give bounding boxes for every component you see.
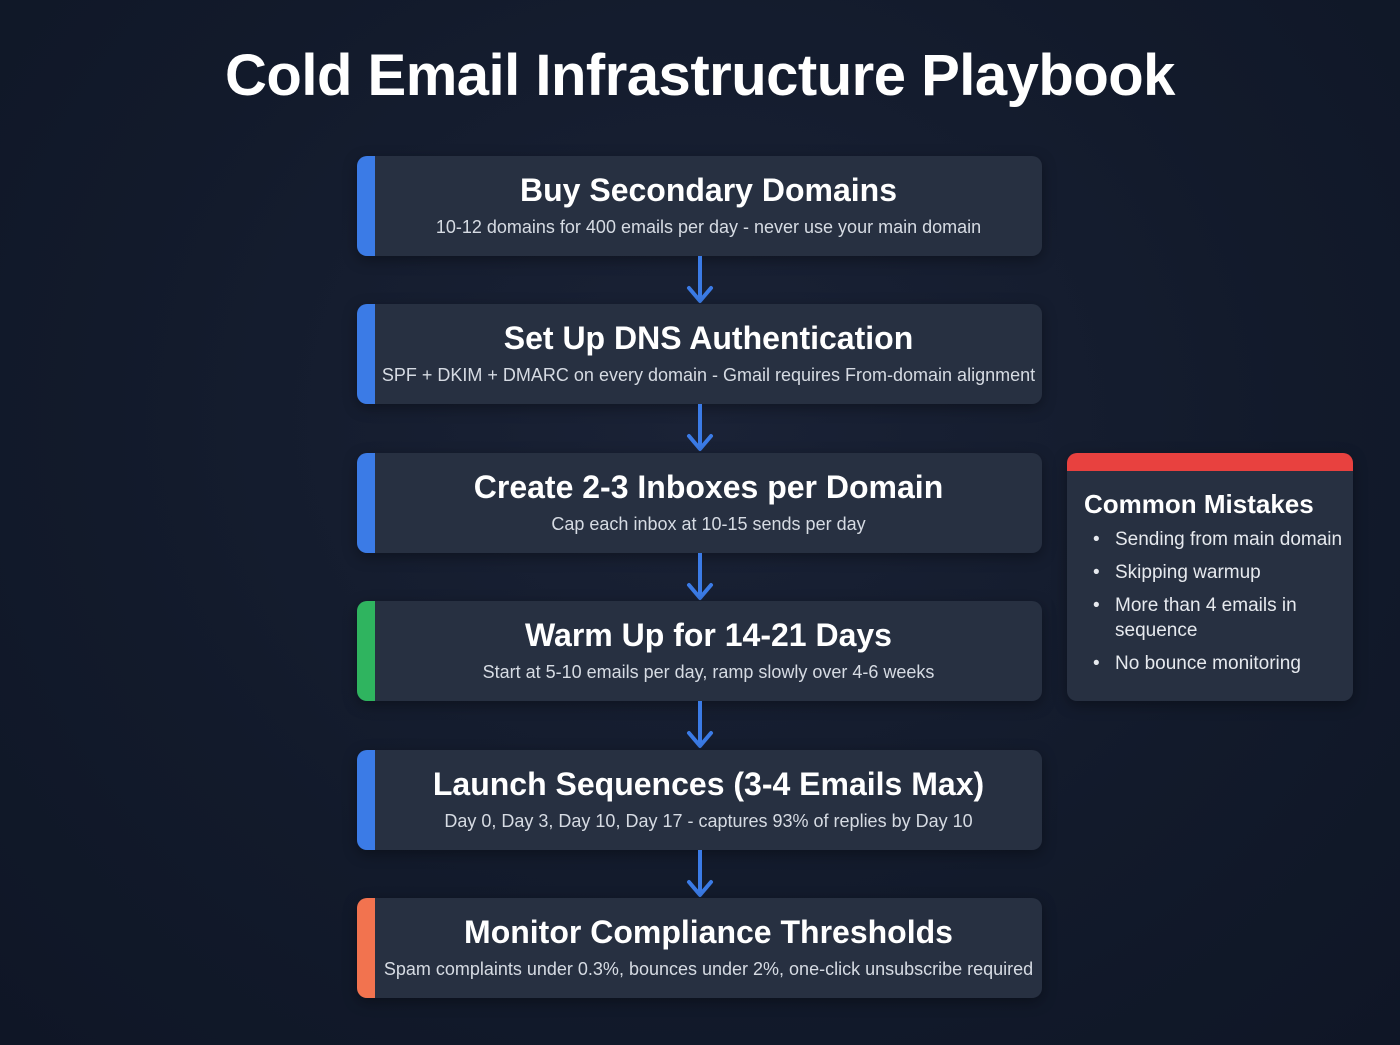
step-description: Spam complaints under 0.3%, bounces unde… <box>383 959 1034 979</box>
step-card-dns-auth: Set Up DNS Authentication SPF + DKIM + D… <box>357 304 1042 404</box>
arrow-down-icon <box>687 701 713 748</box>
arrow-down-icon <box>687 404 713 451</box>
step-description: Cap each inbox at 10-15 sends per day <box>551 514 866 534</box>
step-accent-bar <box>357 898 375 998</box>
step-card-warm-up: Warm Up for 14-21 Days Start at 5-10 ema… <box>357 601 1042 701</box>
bullet-icon: • <box>1093 595 1100 616</box>
step-card-launch-sequences: Launch Sequences (3-4 Emails Max) Day 0,… <box>357 750 1042 850</box>
step-description: 10-12 domains for 400 emails per day - n… <box>435 217 982 237</box>
step-accent-bar <box>357 156 375 256</box>
step-accent-bar <box>357 453 375 553</box>
step-description: Day 0, Day 3, Day 10, Day 17 - captures … <box>444 811 973 831</box>
step-description: Start at 5-10 emails per day, ramp slowl… <box>482 662 935 682</box>
arrow-down-icon <box>687 553 713 600</box>
arrow-down-icon <box>687 850 713 897</box>
step-description: SPF + DKIM + DMARC on every domain - Gma… <box>381 365 1036 385</box>
step-card-create-inboxes: Create 2-3 Inboxes per Domain Cap each i… <box>357 453 1042 553</box>
step-title: Monitor Compliance Thresholds <box>464 914 953 950</box>
step-title: Buy Secondary Domains <box>520 172 897 208</box>
mistakes-list: •Sending from main domain •Skipping warm… <box>1093 527 1343 684</box>
common-mistakes-panel: Common Mistakes •Sending from main domai… <box>1067 453 1353 701</box>
mistake-item: •Sending from main domain <box>1093 529 1343 550</box>
mistake-item: •Skipping warmup <box>1093 562 1261 583</box>
step-card-monitor-compliance: Monitor Compliance Thresholds Spam compl… <box>357 898 1042 998</box>
arrow-down-icon <box>687 256 713 303</box>
mistakes-accent-bar <box>1067 453 1353 471</box>
step-title: Launch Sequences (3-4 Emails Max) <box>432 766 985 802</box>
bullet-icon: • <box>1093 529 1100 550</box>
mistake-item: •More than 4 emails in sequence <box>1093 595 1297 641</box>
step-title: Warm Up for 14-21 Days <box>525 617 892 653</box>
step-accent-bar <box>357 601 375 701</box>
step-accent-bar <box>357 304 375 404</box>
step-title: Set Up DNS Authentication <box>503 320 914 356</box>
mistake-item: •No bounce monitoring <box>1093 653 1301 674</box>
page-title: Cold Email Infrastructure Playbook <box>225 43 1175 108</box>
step-accent-bar <box>357 750 375 850</box>
bullet-icon: • <box>1093 653 1100 674</box>
mistakes-title: Common Mistakes <box>1084 489 1314 519</box>
step-card-buy-domains: Buy Secondary Domains 10-12 domains for … <box>357 156 1042 256</box>
bullet-icon: • <box>1093 562 1100 583</box>
step-title: Create 2-3 Inboxes per Domain <box>473 469 944 505</box>
